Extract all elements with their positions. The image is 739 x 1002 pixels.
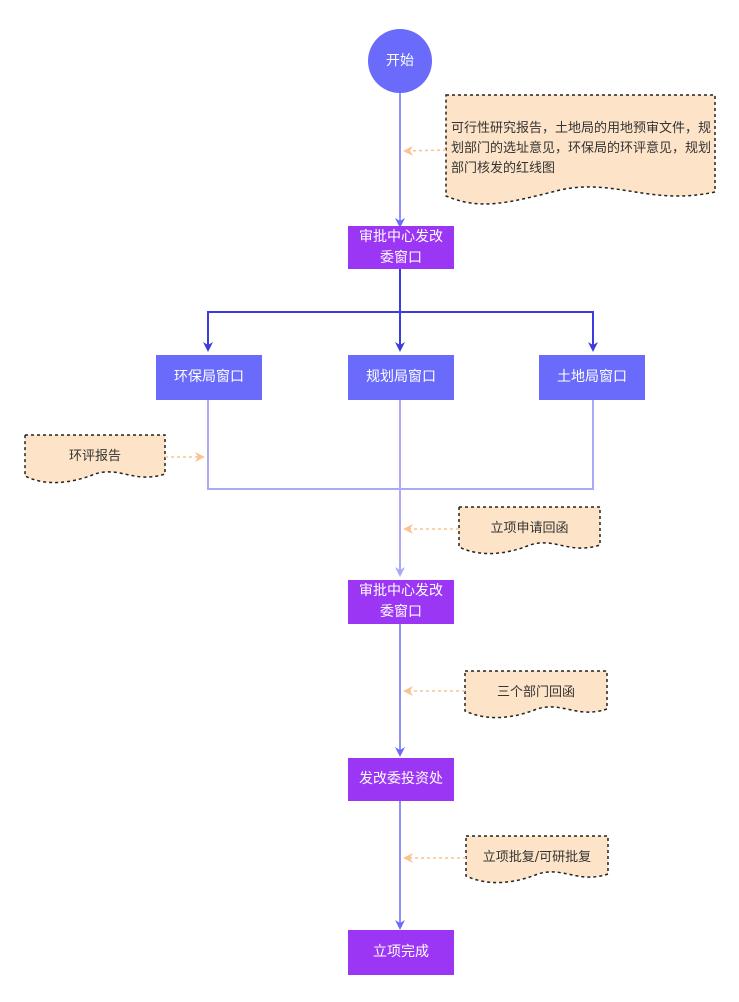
note-shape-approval [465,835,609,884]
planning-window-label: 规划局窗口 [366,369,436,385]
note-materials: 可行性研究报告，土地局的用地预审文件，规划部门的选址意见，环保局的环评意见，规划… [451,118,713,180]
note-project-letter: 立项申请回函 [459,517,600,541]
approval-center-node-2[interactable]: 审批中心发改委窗口 [348,580,454,624]
note-env-report-text: 环评报告 [68,449,121,464]
start-node[interactable]: 开始 [368,29,432,93]
approval-center-2-label: 审批中心发改委窗口 [359,583,443,620]
investment-office-node[interactable]: 发改委投资处 [348,758,454,801]
note-env-report: 环评报告 [25,445,165,469]
land-window-node[interactable]: 土地局窗口 [539,355,645,400]
note-project-letter-text: 立项申请回函 [490,521,569,536]
edge-bureaus-merge [207,400,594,577]
note-shape-materials [445,94,716,205]
project-complete-node[interactable]: 立项完成 [348,930,454,975]
edge-approval-to-bureaus [203,269,598,352]
note-shape-project-letter [458,506,601,555]
note-three-letters-text: 三个部门回函 [496,685,575,700]
planning-window-node[interactable]: 规划局窗口 [348,355,454,400]
note-shape-env-report [24,434,166,484]
env-window-label: 环保局窗口 [174,369,244,385]
approval-center-node-1[interactable]: 审批中心发改委窗口 [348,226,454,269]
approval-center-1-label: 审批中心发改委窗口 [359,228,443,266]
land-window-label: 土地局窗口 [557,369,627,385]
start-node-label: 开始 [386,52,414,69]
investment-office-label: 发改委投资处 [359,771,443,787]
note-approval: 立项批复/可研批复 [466,846,608,870]
env-window-node[interactable]: 环保局窗口 [156,355,262,400]
note-approval-text: 立项批复/可研批复 [482,850,592,865]
note-three-letters: 三个部门回函 [465,681,607,705]
note-arrow-materials [403,145,447,156]
note-materials-text: 可行性研究报告，土地局的用地预审文件，规划部门的选址意见，环保局的环评意见，规划… [451,121,712,176]
note-shape-three-letters [464,670,608,719]
project-complete-label: 立项完成 [373,944,429,960]
